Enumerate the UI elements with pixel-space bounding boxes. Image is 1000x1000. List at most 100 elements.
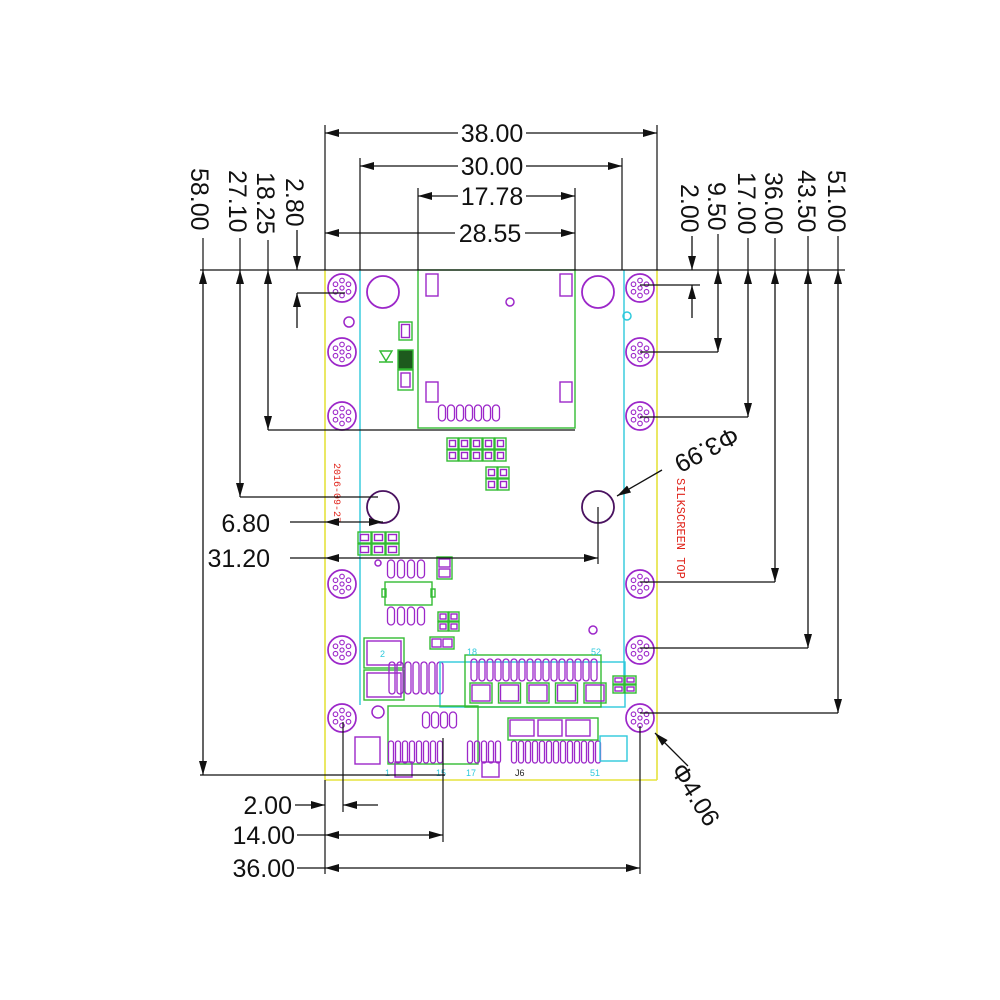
dim-top-4: 28.55 [325, 220, 575, 248]
oval-pad [559, 740, 567, 764]
oval-pad [487, 740, 495, 764]
smd-pad-frame [469, 682, 493, 704]
pin-label: 15 [436, 768, 446, 778]
dimension-label: 18.25 [251, 172, 279, 235]
oval-pad [466, 740, 474, 764]
pin-hole-via [643, 288, 650, 295]
smd-pad [387, 533, 398, 542]
oval-pad [421, 711, 431, 729]
dim-top-3: 17.78 [417, 183, 576, 270]
pin-hole-via [332, 577, 339, 584]
smd-pad [373, 533, 384, 542]
via [622, 311, 632, 321]
pin-hole [327, 635, 357, 665]
oval-pad [566, 658, 574, 682]
pin-hole [327, 703, 357, 733]
component-pad [400, 372, 411, 388]
pin-hole-via [332, 643, 339, 650]
smd-pad-frame [482, 437, 495, 450]
smd-pad [359, 545, 370, 554]
oval-pad [473, 404, 483, 422]
pin-label: 2 [380, 649, 385, 659]
smd-pad [626, 686, 635, 692]
oval-pad [386, 606, 396, 626]
smd-pad-frame [446, 437, 459, 450]
component-pad [366, 672, 402, 698]
pin-hole-center [637, 413, 643, 419]
oval-pad [502, 658, 510, 682]
oval-pad [517, 740, 525, 764]
pin-hole-via [630, 409, 637, 416]
dimension-label: 9.50 [702, 182, 730, 231]
smd-pad [387, 545, 398, 554]
pin-hole-via [345, 711, 352, 718]
smd-pad [472, 439, 481, 448]
pin-hole-via [630, 643, 637, 650]
oval-pad [436, 740, 444, 764]
smd-pad [439, 623, 447, 630]
oval-pad [396, 606, 406, 626]
dimension-label: 36.00 [232, 855, 295, 883]
smd-pad-frame [448, 621, 460, 632]
pin-label: 51 [590, 768, 600, 778]
pin-hole-via [332, 650, 339, 657]
pin-hole-via [332, 288, 339, 295]
smd-pad [614, 677, 623, 683]
pin-hole [625, 569, 655, 599]
oval-pad [401, 740, 409, 764]
dim-right-3: 17.00 [640, 172, 760, 418]
smd-pad [450, 623, 458, 630]
smd-pad-frame [554, 682, 579, 704]
dim-left-2: 27.10 [223, 170, 378, 498]
smd-pad [448, 439, 457, 448]
dim-left-1: 58.00 [185, 168, 445, 776]
dim-pin-hole-diameter: Φ4.06 [654, 732, 725, 831]
oval-pad [526, 658, 534, 682]
pin-hole-via [332, 718, 339, 725]
dimension-label: 38.00 [461, 120, 524, 148]
oval-pad [552, 740, 560, 764]
smd-pad-frame [497, 478, 510, 491]
pin-hole-via [332, 416, 339, 423]
pin-hole-via [339, 722, 345, 729]
connector-outline [464, 654, 602, 708]
oval-pad [590, 658, 598, 682]
smd-pad-frame [385, 531, 400, 544]
pin-hole-via [332, 711, 339, 718]
pin-hole-via [643, 281, 650, 288]
smd-pad [585, 684, 605, 702]
oval-pad [534, 658, 542, 682]
pin-label: 18 [467, 647, 477, 657]
smd-pad-frame [437, 621, 449, 632]
oval-pad [430, 711, 440, 729]
oval-pad [416, 606, 426, 626]
pin-hole-via [345, 352, 352, 359]
pin-hole [327, 273, 357, 303]
dim-left-4: 2.80 [280, 178, 345, 328]
smd-pad-frame [458, 449, 471, 462]
silkscreen-layer-label: SILKSCREEN TOP [673, 478, 687, 579]
pin-hole-via [332, 584, 339, 591]
smd-pad-frame [497, 466, 510, 479]
smd-pad-frame [458, 437, 471, 450]
smd-pad [496, 439, 505, 448]
pin-hole-center [339, 647, 345, 653]
dim-right-4: 36.00 [640, 172, 787, 583]
smd-pad-frame [357, 531, 372, 544]
dim-right-2: 9.50 [640, 182, 730, 353]
board-components [327, 269, 655, 778]
pin-hole-via [339, 356, 345, 363]
oval-pad [480, 740, 488, 764]
component-pad [509, 719, 535, 737]
component-terminal [430, 588, 436, 598]
oval-pad [494, 658, 502, 682]
pin-hole-via [637, 356, 643, 363]
component-outline [363, 669, 405, 701]
mounting-hole [366, 275, 400, 309]
oval-pad [404, 661, 412, 695]
smd-pad-frame [494, 437, 507, 450]
pin-hole-via [332, 409, 339, 416]
oval-pad [422, 740, 430, 764]
oval-pad [518, 658, 526, 682]
component-pad [537, 719, 563, 737]
